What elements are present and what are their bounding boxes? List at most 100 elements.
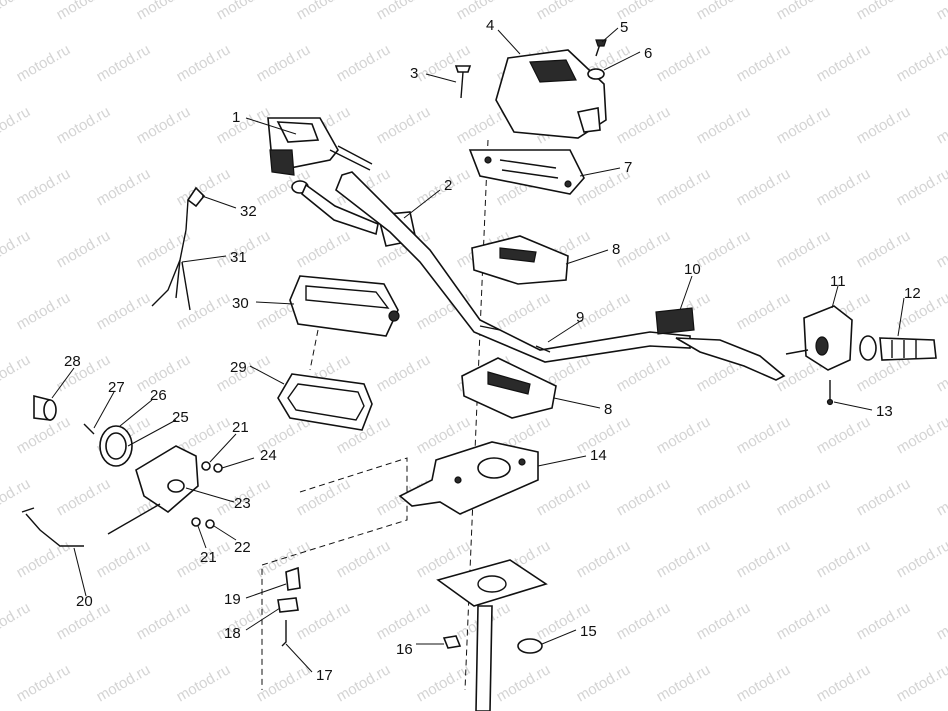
throttle-housing: [785, 305, 853, 371]
watermark-text: motod.ru: [774, 227, 834, 271]
nut: [442, 635, 462, 649]
watermark-text: motod.ru: [694, 599, 754, 643]
watermark-text: motod.ru: [734, 289, 794, 333]
watermark-text: motod.ru: [934, 103, 948, 147]
mounting-plate: [468, 149, 585, 195]
watermark-text: motod.ru: [14, 41, 74, 85]
callout-24: 24: [260, 447, 277, 464]
bolt: [454, 65, 472, 99]
speedometer-housing: [289, 275, 400, 337]
steering-clamp: [517, 638, 543, 654]
watermark-text: motod.ru: [174, 41, 234, 85]
indicator-lamp: [33, 394, 57, 421]
watermark-text: motod.ru: [854, 227, 914, 271]
callout-10: 10: [684, 261, 701, 278]
callout-20: 20: [76, 593, 93, 610]
watermark-text: motod.ru: [894, 41, 948, 85]
watermark-text: motod.ru: [774, 599, 834, 643]
steering-post: [436, 559, 548, 711]
callout-1: 1: [232, 109, 240, 126]
watermark-text: motod.ru: [574, 661, 634, 705]
handlebar-cover: [495, 49, 607, 139]
watermark-text: motod.ru: [534, 475, 594, 519]
callout-9: 9: [576, 309, 584, 326]
watermark-text: motod.ru: [534, 0, 594, 23]
watermark-text: motod.ru: [934, 599, 948, 643]
callout-8-upper: 8: [612, 241, 620, 258]
gauge-mount-bracket: [107, 445, 199, 535]
watermark-text: motod.ru: [614, 103, 674, 147]
callout-25: 25: [172, 409, 189, 426]
watermark-text: motod.ru: [0, 599, 33, 643]
watermark-text: motod.ru: [774, 0, 834, 23]
watermark-text: motod.ru: [294, 0, 354, 23]
fastener-upper: [201, 461, 223, 473]
callout-21-upper: 21: [232, 419, 249, 436]
watermark-text: motod.ru: [14, 661, 74, 705]
fastener-lower: [191, 517, 215, 529]
callout-5: 5: [620, 19, 628, 36]
bracket-plate: [398, 441, 539, 515]
watermark-text: motod.ru: [174, 289, 234, 333]
gauge-gasket: [277, 373, 373, 431]
gauge-screw: [83, 423, 95, 435]
watermark-text: motod.ru: [614, 351, 674, 395]
upper-clamp: [471, 235, 569, 285]
speedometer-cable: [21, 507, 84, 547]
watermark-text: motod.ru: [694, 103, 754, 147]
gauge-seal: [99, 425, 133, 467]
cover-screw: [595, 39, 607, 57]
watermark-text: motod.ru: [694, 0, 754, 23]
watermark-text: motod.ru: [734, 413, 794, 457]
watermark-text: motod.ru: [814, 413, 874, 457]
watermark-text: motod.ru: [814, 661, 874, 705]
callout-12: 12: [904, 285, 921, 302]
watermark-text: motod.ru: [734, 165, 794, 209]
watermark-text: motod.ru: [14, 289, 74, 333]
watermark-text: motod.ru: [54, 351, 114, 395]
callout-14: 14: [590, 447, 607, 464]
callout-22: 22: [234, 539, 251, 556]
callout-16: 16: [396, 641, 413, 658]
clip-bracket: [285, 566, 301, 591]
lower-clamp: [461, 357, 557, 419]
callout-11: 11: [830, 273, 846, 290]
watermark-text: motod.ru: [854, 103, 914, 147]
watermark-text: motod.ru: [494, 661, 554, 705]
watermark-text: motod.ru: [14, 537, 74, 581]
watermark-text: motod.ru: [0, 103, 33, 147]
callout-28: 28: [64, 353, 81, 370]
watermark-text: motod.ru: [94, 661, 154, 705]
assembly-axis-lines: [261, 139, 489, 691]
watermark-text: motod.ru: [934, 0, 948, 23]
watermark-text: motod.ru: [814, 41, 874, 85]
callout-17: 17: [316, 667, 333, 684]
left-control-housing: [267, 117, 373, 176]
watermark-text: motod.ru: [694, 227, 754, 271]
watermark-text: motod.ru: [54, 227, 114, 271]
watermark-text: motod.ru: [294, 475, 354, 519]
callout-30: 30: [232, 295, 249, 312]
callout-6: 6: [644, 45, 652, 62]
watermark-text: motod.ru: [894, 413, 948, 457]
right-switch-housing: [655, 307, 786, 381]
watermark-text: motod.ru: [694, 475, 754, 519]
watermark-text: motod.ru: [94, 165, 154, 209]
watermark-text: motod.ru: [654, 537, 714, 581]
watermark-text: motod.ru: [614, 475, 674, 519]
watermark-text: motod.ru: [134, 0, 194, 23]
callout-23: 23: [234, 495, 251, 512]
watermark-text: motod.ru: [0, 351, 33, 395]
watermark-text: motod.ru: [54, 475, 114, 519]
watermark-text: motod.ru: [894, 537, 948, 581]
watermark-text: motod.ru: [54, 103, 114, 147]
watermark-text: motod.ru: [774, 103, 834, 147]
watermark-text: motod.ru: [0, 227, 33, 271]
watermark-text: motod.ru: [574, 537, 634, 581]
watermark-text: motod.ru: [894, 661, 948, 705]
watermark-text: motod.ru: [94, 537, 154, 581]
watermark-text: motod.ru: [654, 41, 714, 85]
watermark-text: motod.ru: [334, 661, 394, 705]
watermark-text: motod.ru: [174, 165, 234, 209]
